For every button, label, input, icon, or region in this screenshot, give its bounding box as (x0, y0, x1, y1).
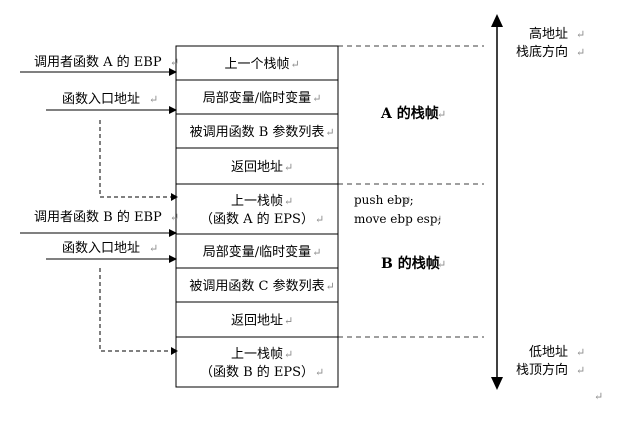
stack-cell-box (175, 336, 339, 388)
stack-cell-box (175, 233, 339, 269)
para-mark: ↵ (402, 194, 411, 207)
stack-cell-label: 局部变量/临时变量 (203, 244, 311, 260)
stack-bottom-direction-label: 栈底方向 (516, 44, 568, 60)
stack-cell-label: 上一个栈帧 (224, 57, 289, 72)
stack-cell: 上一栈帧↵（函数 B 的 EPS）↵ (175, 336, 339, 388)
para-mark: ↵ (576, 28, 585, 41)
entry-b-to-frame-pointer (99, 268, 172, 352)
para-mark: ↵ (433, 213, 442, 226)
para-mark: ↵ (437, 258, 446, 271)
stack-cell: 局部变量/临时变量↵ (175, 233, 339, 269)
para-mark: ↵ (284, 315, 293, 328)
frame-b-title: B 的栈帧 (381, 255, 440, 272)
stack-cell-label: 返回地址 (231, 314, 283, 329)
stack-cell-label: 被调用函数 C 参数列表 (189, 278, 324, 294)
stack-cell: 返回地址↵ (175, 301, 339, 338)
para-mark: ↵ (149, 242, 158, 255)
para-mark: ↵ (315, 366, 324, 379)
stack-cell-label: 返回地址 (231, 160, 283, 175)
caller-a-ebp-label: 调用者函数 A 的 EBP (34, 54, 162, 70)
caller-b-ebp-label: 调用者函数 B 的 EBP (34, 209, 162, 225)
stack-cell-box (175, 147, 339, 185)
stack-cell: 上一个栈帧↵ (175, 45, 339, 81)
high-address-label: 高地址 (529, 26, 568, 42)
para-mark: ↵ (312, 92, 321, 105)
para-mark: ↵ (576, 364, 585, 377)
para-mark: ↵ (170, 211, 179, 224)
para-mark: ↵ (291, 58, 300, 71)
stack-cell-box (175, 301, 339, 338)
para-mark: ↵ (284, 161, 293, 174)
stack-cell-label: （函数 B 的 EPS） (200, 364, 314, 380)
entry-b-arrowhead (171, 347, 178, 355)
function-entry-a-label: 函数入口地址 (62, 92, 140, 107)
para-mark: ↵ (594, 390, 603, 403)
para-mark: ↵ (312, 246, 321, 259)
para-mark: ↵ (326, 280, 335, 293)
stack-cell-label: 被调用函数 B 参数列表 (190, 124, 325, 140)
para-mark: ↵ (576, 46, 585, 59)
para-mark: ↵ (284, 348, 293, 361)
stack-cell-box (175, 45, 339, 81)
stack-cell-box (175, 113, 339, 149)
stack-cell-label: 上一栈帧 (231, 194, 283, 209)
stack-cell: 局部变量/临时变量↵ (175, 79, 339, 115)
stack-cell: 上一栈帧↵（函数 A 的 EPS）↵ (175, 183, 339, 235)
function-entry-b-label: 函数入口地址 (62, 241, 140, 256)
stack-cell: 被调用函数 C 参数列表↵ (175, 267, 339, 303)
stack-column: 上一个栈帧↵局部变量/临时变量↵被调用函数 B 参数列表↵返回地址↵上一栈帧↵（… (175, 45, 339, 388)
stack-cell: 返回地址↵ (175, 147, 339, 185)
para-mark: ↵ (576, 346, 585, 359)
stack-cell-label: 上一栈帧 (231, 347, 283, 362)
stack-cell: 被调用函数 B 参数列表↵ (175, 113, 339, 149)
para-mark: ↵ (315, 213, 324, 226)
entry-a-arrowhead (171, 193, 178, 201)
stack-cell-label: 局部变量/临时变量 (203, 90, 311, 106)
para-mark: ↵ (325, 126, 334, 139)
para-mark: ↵ (437, 108, 446, 121)
address-direction-arrow (491, 14, 503, 390)
stack-top-direction-label: 栈顶方向 (516, 362, 568, 378)
code-move-ebp-esp: move ebp esp; (354, 212, 442, 226)
code-push-ebp: push ebp; (354, 193, 414, 207)
para-mark: ↵ (149, 93, 158, 106)
frame-a-title: A 的栈帧 (380, 105, 439, 122)
low-address-label: 低地址 (529, 345, 568, 360)
para-mark: ↵ (170, 56, 179, 69)
para-mark: ↵ (284, 195, 293, 208)
stack-cell-box (175, 183, 339, 235)
stack-cell-label: （函数 A 的 EPS） (200, 211, 314, 227)
entry-a-to-frame-pointer (99, 120, 172, 198)
stack-cell-box (175, 79, 339, 115)
